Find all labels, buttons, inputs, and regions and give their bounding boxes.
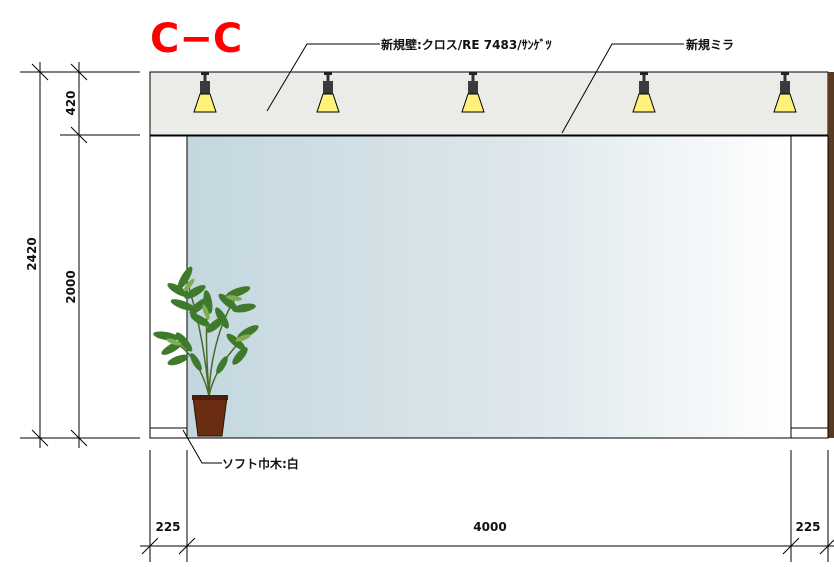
potted-plant-icon bbox=[153, 266, 259, 437]
dimension-inner-heights bbox=[60, 62, 140, 448]
dimension-mirror-width-text: 4000 bbox=[473, 520, 506, 534]
mirror-panel bbox=[186, 135, 792, 439]
ceiling-material-label: 新規壁:クロス/RE 7483/ｻﾝｹﾞﾂ bbox=[381, 37, 552, 52]
dimension-right-column-text: 225 bbox=[795, 520, 820, 534]
dimension-total-height bbox=[20, 62, 140, 448]
dimension-ceiling-height-text: 420 bbox=[64, 90, 78, 115]
dimension-widths bbox=[140, 450, 834, 562]
pendant-light-icon bbox=[461, 72, 485, 113]
pendant-light-icon bbox=[773, 72, 797, 113]
mirror-leader bbox=[561, 43, 684, 134]
right-column bbox=[790, 135, 829, 439]
dimension-total-height-text: 2420 bbox=[25, 237, 39, 270]
dimension-mirror-height-text: 2000 bbox=[64, 270, 78, 303]
ceiling-material-leader bbox=[266, 43, 380, 112]
ceiling-band bbox=[149, 71, 829, 136]
pendant-light-icon bbox=[316, 72, 340, 113]
baseboard-leader bbox=[182, 429, 222, 464]
right-wall-edge bbox=[828, 72, 834, 438]
dimension-left-column-text: 225 bbox=[155, 520, 180, 534]
pendant-light-icon bbox=[632, 72, 656, 113]
section-title: C−C bbox=[150, 16, 242, 62]
pendant-light-icon bbox=[193, 72, 217, 113]
mirror-label: 新規ミラ bbox=[686, 37, 734, 52]
baseboard-label: ソフト巾木:白 bbox=[222, 456, 299, 471]
